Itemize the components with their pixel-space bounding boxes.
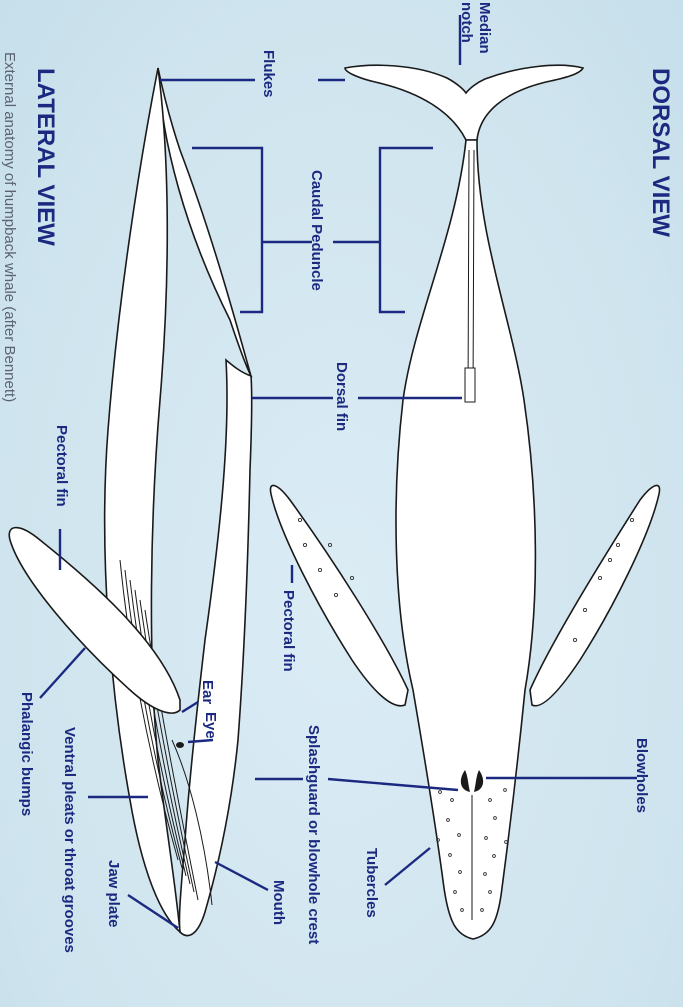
eye-label: Eye	[202, 712, 219, 739]
ventral-pleats-label: Ventral pleats or throat grooves	[61, 727, 78, 953]
eye-dot	[176, 742, 184, 748]
mouth-label: Mouth	[270, 880, 287, 925]
median-notch-label-1: Median	[476, 2, 493, 54]
blowholes-label: Blowholes	[633, 738, 650, 813]
caudal-peduncle-label: Caudal Peduncle	[308, 170, 325, 291]
dorsal-view-title: DORSAL VIEW	[647, 68, 674, 237]
pectoral-fin-dorsal-label: Pectoral fin	[280, 590, 297, 672]
lateral-view-title: LATERAL VIEW	[32, 68, 59, 246]
dorsal-right-pectoral-fin	[530, 485, 660, 705]
phalangic-bumps-label: Phalangic bumps	[18, 692, 35, 816]
ear-label: Ear	[199, 680, 216, 704]
figure-caption: External anatomy of humpback whale (afte…	[1, 52, 18, 402]
dorsal-flukes	[345, 65, 583, 140]
splashguard-label: Splashguard or blowhole crest	[305, 725, 322, 944]
dorsal-fin-label: Dorsal fin	[333, 362, 350, 431]
flukes-label: Flukes	[260, 50, 277, 98]
pectoral-fin-lateral-label: Pectoral fin	[53, 425, 70, 507]
median-notch-label-2: notch	[458, 2, 475, 43]
dorsal-body	[396, 140, 535, 939]
dorsal-fin-outline	[465, 368, 475, 402]
labels: DORSAL VIEW LATERAL VIEW External anatom…	[1, 2, 674, 953]
lateral-pectoral-fin	[9, 528, 180, 713]
dorsal-whale	[270, 65, 659, 939]
jaw-plate-label: Jaw plate	[105, 860, 122, 928]
tubercles-label: Tubercles	[363, 848, 380, 918]
